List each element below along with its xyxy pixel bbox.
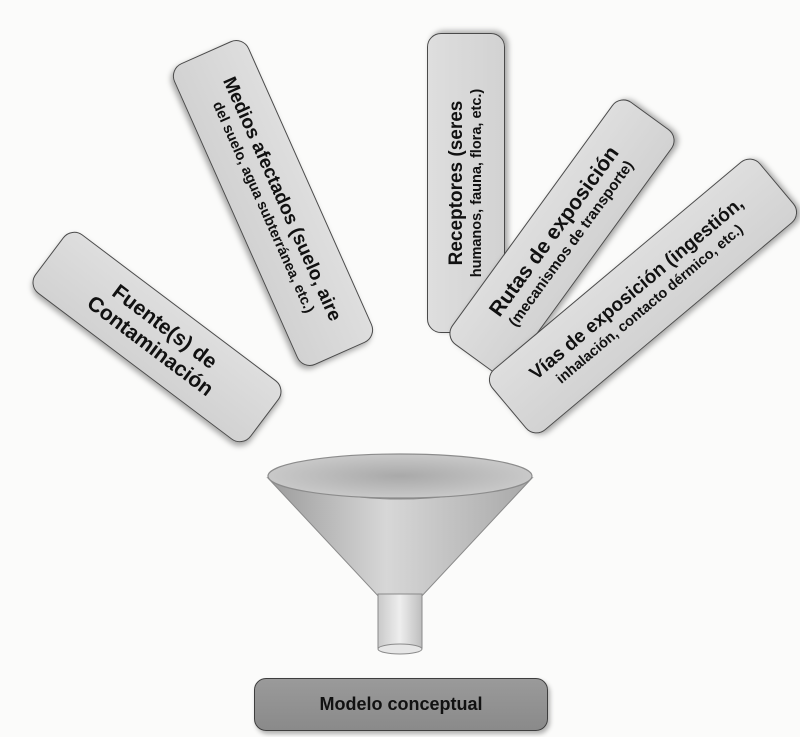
receptores-line2: humanos, fauna, flora, etc.) bbox=[469, 88, 485, 278]
funnel-spout bbox=[377, 593, 423, 653]
funnel-rim bbox=[267, 453, 533, 499]
funnel-spout-opening bbox=[377, 643, 423, 655]
receptores-line1: Receptores (seres bbox=[446, 100, 467, 266]
modelo-label: Modelo conceptual bbox=[319, 694, 483, 714]
box-modelo-conceptual: Modelo conceptual bbox=[254, 678, 548, 731]
